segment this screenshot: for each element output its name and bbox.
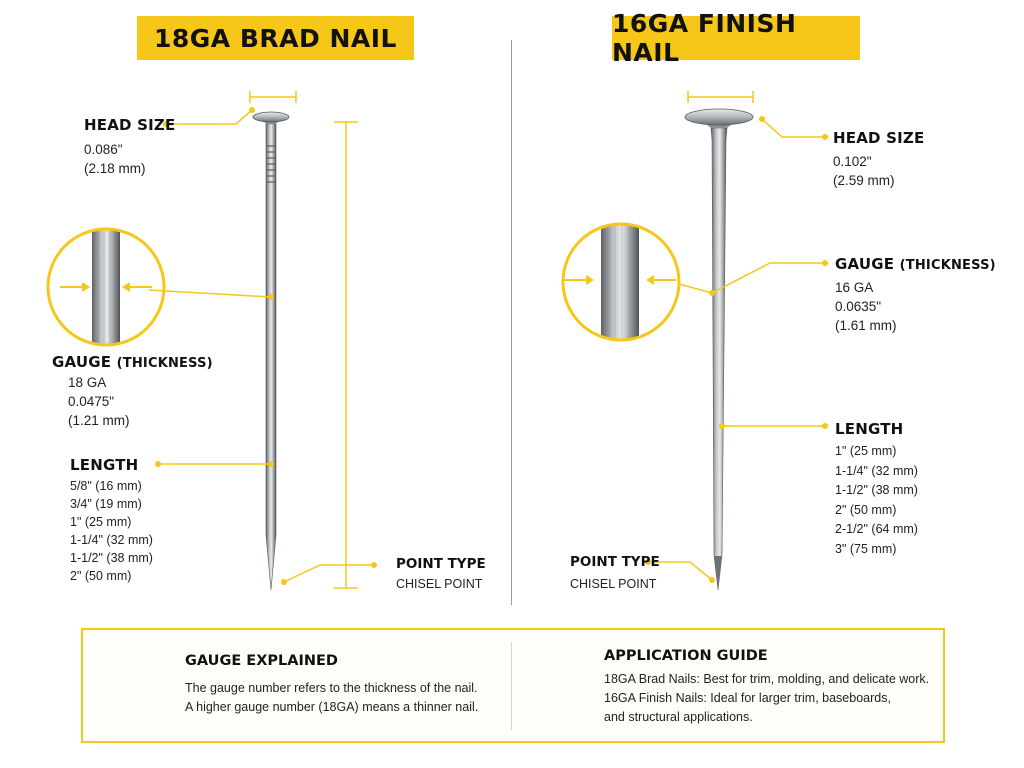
brad-length-bracket bbox=[334, 121, 358, 589]
finish-gauge-mm: (1.61 mm) bbox=[835, 318, 897, 333]
finish-length-item: 1-1/2" (38 mm) bbox=[835, 483, 918, 497]
brad-gauge-title: GAUGE (THICKNESS) bbox=[52, 353, 213, 371]
application-guide-line: 16GA Finish Nails: Ideal for larger trim… bbox=[604, 691, 891, 705]
brad-gauge-title-main: GAUGE bbox=[52, 353, 112, 371]
gauge-explained-title: GAUGE EXPLAINED bbox=[185, 653, 338, 669]
finish-head-dimension bbox=[687, 91, 823, 138]
finish-gauge-title-suffix: (THICKNESS) bbox=[899, 258, 996, 273]
finish-point-type-value: CHISEL POINT bbox=[570, 577, 657, 591]
application-guide-line: 18GA Brad Nails: Best for trim, molding,… bbox=[604, 672, 930, 686]
brad-nail bbox=[252, 111, 290, 591]
finish-length-title: LENGTH bbox=[835, 420, 904, 438]
left-banner: 18GA BRAD NAIL bbox=[137, 16, 414, 60]
finish-length-item: 1" (25 mm) bbox=[835, 444, 897, 458]
application-guide-text: 18GA Brad Nails: Best for trim, molding,… bbox=[604, 670, 929, 727]
finish-point-type-title: POINT TYPE bbox=[570, 554, 660, 570]
finish-gauge-title: GAUGE (THICKNESS) bbox=[835, 255, 996, 273]
brad-point-type-value: CHISEL POINT bbox=[396, 577, 483, 591]
finish-head-size-title: HEAD SIZE bbox=[833, 129, 925, 147]
brad-length-item: 2" (50 mm) bbox=[70, 569, 132, 583]
gauge-explained-line: A higher gauge number (18GA) means a thi… bbox=[185, 700, 479, 714]
application-guide-title: APPLICATION GUIDE bbox=[604, 648, 768, 664]
brad-length-title: LENGTH bbox=[70, 456, 139, 474]
finish-length-item: 2" (50 mm) bbox=[835, 502, 897, 517]
finish-gauge-inch: 0.0635" bbox=[835, 299, 882, 314]
brad-head-size-value: 0.086" (2.18 mm) bbox=[84, 140, 146, 178]
finish-gauge-ga: 16 GA bbox=[835, 280, 874, 295]
finish-length-list: 1" (25 mm) 1-1/4" (32 mm) 1-1/2" (38 mm)… bbox=[835, 442, 918, 559]
finish-gauge-values: 16 GA 0.0635" (1.61 mm) bbox=[835, 278, 897, 335]
finish-length-item: 2-1/2" (64 mm) bbox=[835, 522, 918, 536]
brad-gauge-mm: (1.21 mm) bbox=[68, 413, 130, 428]
brad-head-size-mm: (2.18 mm) bbox=[84, 161, 146, 176]
finish-gauge-title-main: GAUGE bbox=[835, 255, 895, 273]
finish-head-size-value: 0.102" (2.59 mm) bbox=[833, 152, 895, 190]
finish-head-size-inch: 0.102" bbox=[833, 154, 872, 169]
gauge-explained-line: The gauge number refers to the thickness… bbox=[185, 681, 478, 695]
brad-head-size-inch: 0.086" bbox=[84, 142, 123, 157]
gauge-explained-text: The gauge number refers to the thickness… bbox=[185, 679, 478, 717]
brad-gauge-inch: 0.0475" bbox=[68, 394, 115, 409]
info-panel-divider bbox=[511, 642, 512, 730]
brad-gauge-ga: 18 GA bbox=[68, 375, 107, 390]
brad-length-item: 3/4" (19 mm) bbox=[70, 497, 142, 511]
center-divider bbox=[511, 40, 512, 605]
brad-gauge-zoom bbox=[46, 227, 274, 347]
brad-length-item: 1-1/2" (38 mm) bbox=[70, 551, 153, 565]
brad-length-item: 1-1/4" (32 mm) bbox=[70, 533, 153, 547]
finish-length-item: 3" (75 mm) bbox=[835, 541, 897, 556]
finish-length-item: 1-1/4" (32 mm) bbox=[835, 463, 918, 478]
brad-length-item: 5/8" (16 mm) bbox=[70, 479, 142, 493]
brad-length-list: 5/8" (16 mm) 3/4" (19 mm) 1" (25 mm) 1-1… bbox=[70, 477, 153, 585]
info-panel bbox=[81, 628, 945, 743]
brad-point-type-title: POINT TYPE bbox=[396, 556, 486, 572]
finish-nail bbox=[684, 108, 754, 591]
brad-head-dimension bbox=[168, 91, 297, 125]
application-guide-line: and structural applications. bbox=[604, 710, 753, 724]
brad-gauge-values: 18 GA 0.0475" (1.21 mm) bbox=[68, 373, 130, 430]
brad-head-size-title: HEAD SIZE bbox=[84, 116, 176, 134]
brad-length-item: 1" (25 mm) bbox=[70, 515, 132, 529]
finish-head-size-mm: (2.59 mm) bbox=[833, 173, 895, 188]
finish-gauge-zoom bbox=[561, 222, 715, 342]
brad-gauge-title-suffix: (THICKNESS) bbox=[116, 356, 213, 371]
